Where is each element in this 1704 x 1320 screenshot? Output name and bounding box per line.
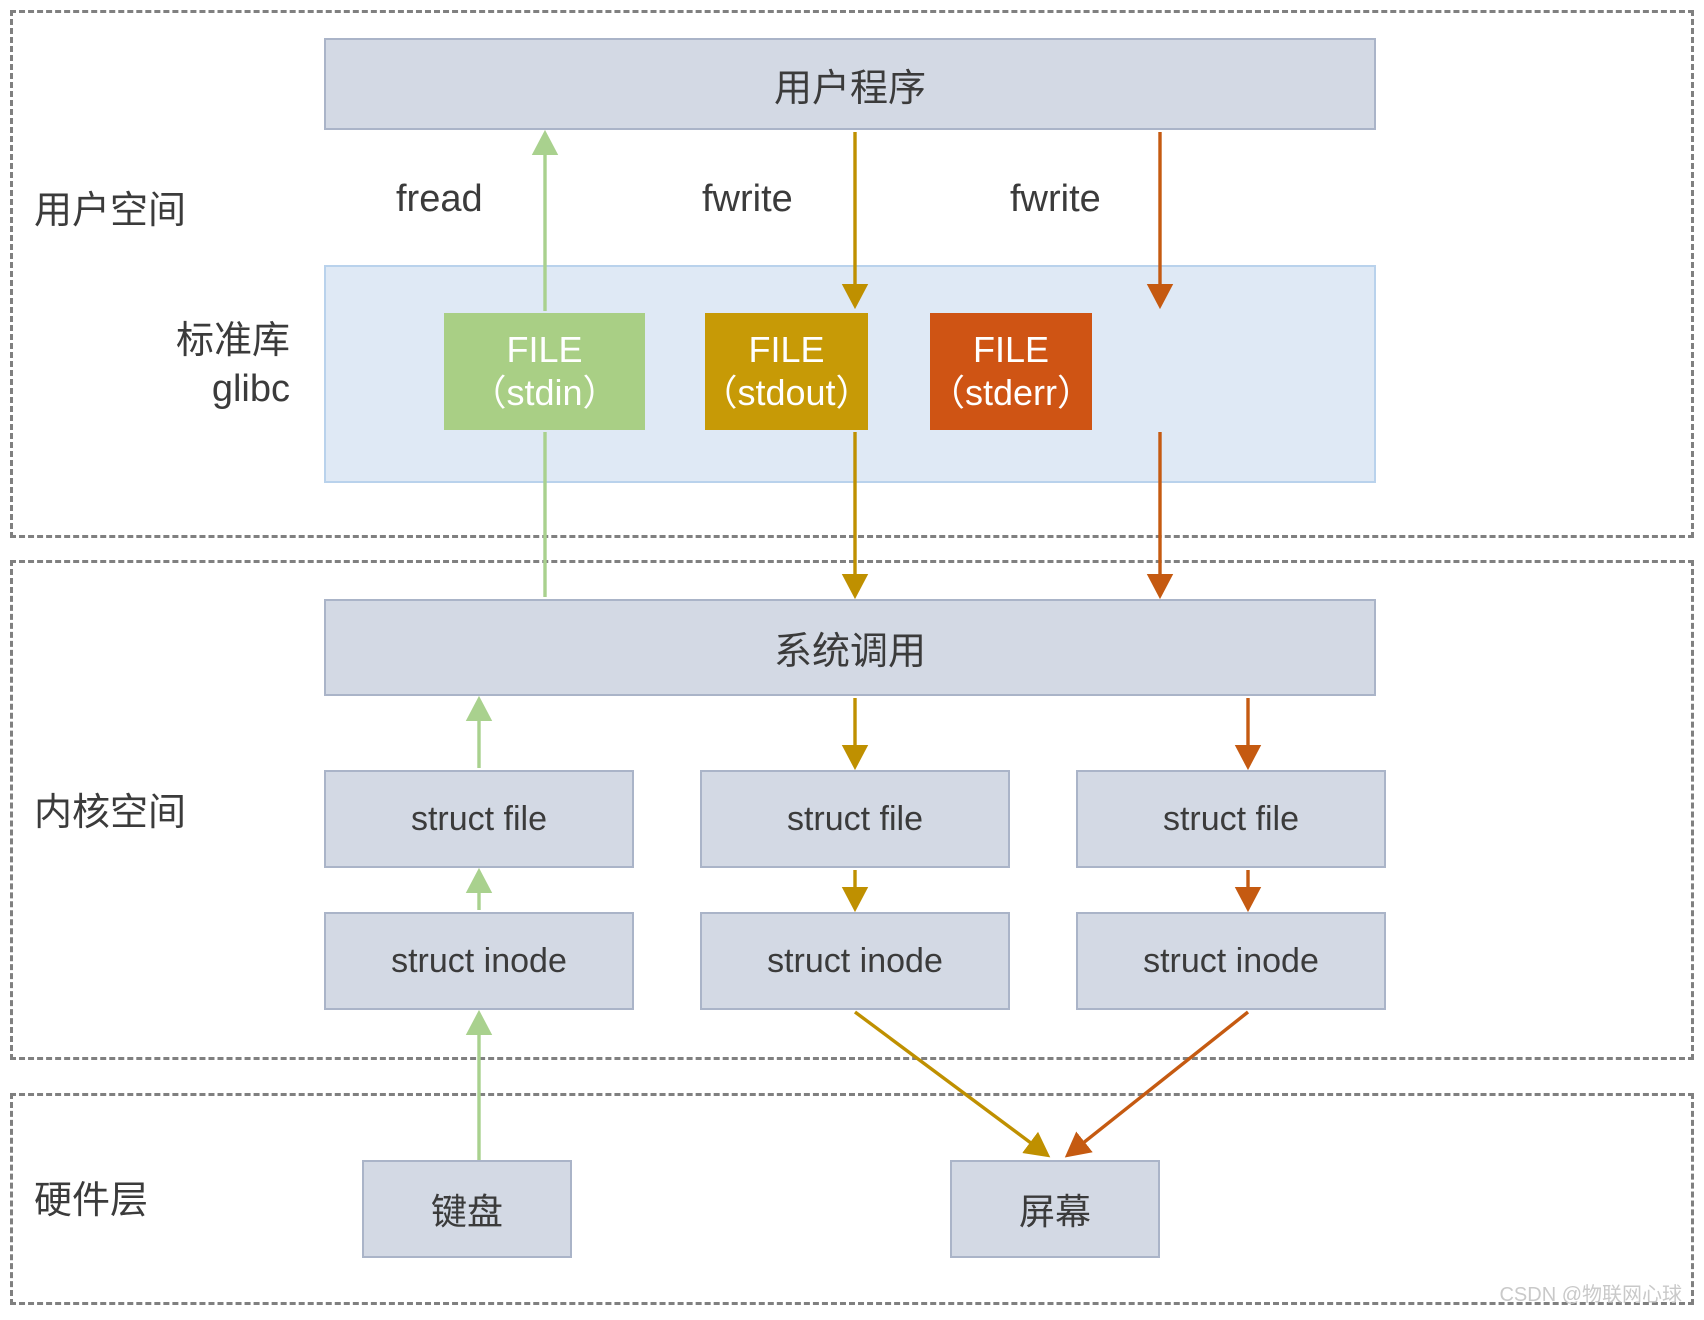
box-file-stdin[interactable]: FILE （stdin） bbox=[444, 313, 645, 430]
file-stdin-title: FILE bbox=[506, 329, 583, 371]
label-kernel-space: 内核空间 bbox=[34, 792, 187, 834]
label-fread: fread bbox=[396, 178, 483, 220]
file-stdin-stream: （stdin） bbox=[470, 371, 619, 413]
file-stdout-stream: （stdout） bbox=[701, 371, 872, 413]
box-struct-file-stderr[interactable]: struct file bbox=[1076, 770, 1386, 868]
layer-hardware bbox=[10, 1093, 1694, 1305]
label-standard-library-line2: glibc bbox=[211, 367, 290, 410]
label-standard-library: 标准库 glibc bbox=[20, 318, 290, 413]
box-struct-file-stdin[interactable]: struct file bbox=[324, 770, 634, 868]
file-stdout-title: FILE bbox=[748, 329, 825, 371]
box-struct-file-stdout[interactable]: struct file bbox=[700, 770, 1010, 868]
label-hardware-layer: 硬件层 bbox=[34, 1180, 149, 1222]
box-screen[interactable]: 屏幕 bbox=[950, 1160, 1160, 1258]
label-user-space: 用户空间 bbox=[34, 190, 187, 232]
label-fwrite-stdout: fwrite bbox=[702, 178, 793, 220]
box-struct-inode-stdout[interactable]: struct inode bbox=[700, 912, 1010, 1010]
box-file-stdout[interactable]: FILE （stdout） bbox=[701, 313, 872, 430]
box-user-program[interactable]: 用户程序 bbox=[324, 38, 1376, 130]
layer-user-space bbox=[10, 10, 1694, 538]
label-standard-library-line1: 标准库 bbox=[175, 320, 290, 362]
box-file-stderr[interactable]: FILE （stderr） bbox=[928, 313, 1094, 430]
file-stderr-title: FILE bbox=[972, 329, 1050, 371]
box-struct-inode-stderr[interactable]: struct inode bbox=[1076, 912, 1386, 1010]
file-stderr-stream: （stderr） bbox=[928, 371, 1094, 413]
box-keyboard[interactable]: 键盘 bbox=[362, 1160, 572, 1258]
watermark: CSDN @物联网心球 bbox=[1499, 1284, 1682, 1306]
label-fwrite-stderr: fwrite bbox=[1010, 178, 1101, 220]
layer-kernel-space bbox=[10, 560, 1694, 1060]
box-struct-inode-stdin[interactable]: struct inode bbox=[324, 912, 634, 1010]
box-system-call[interactable]: 系统调用 bbox=[324, 599, 1376, 696]
